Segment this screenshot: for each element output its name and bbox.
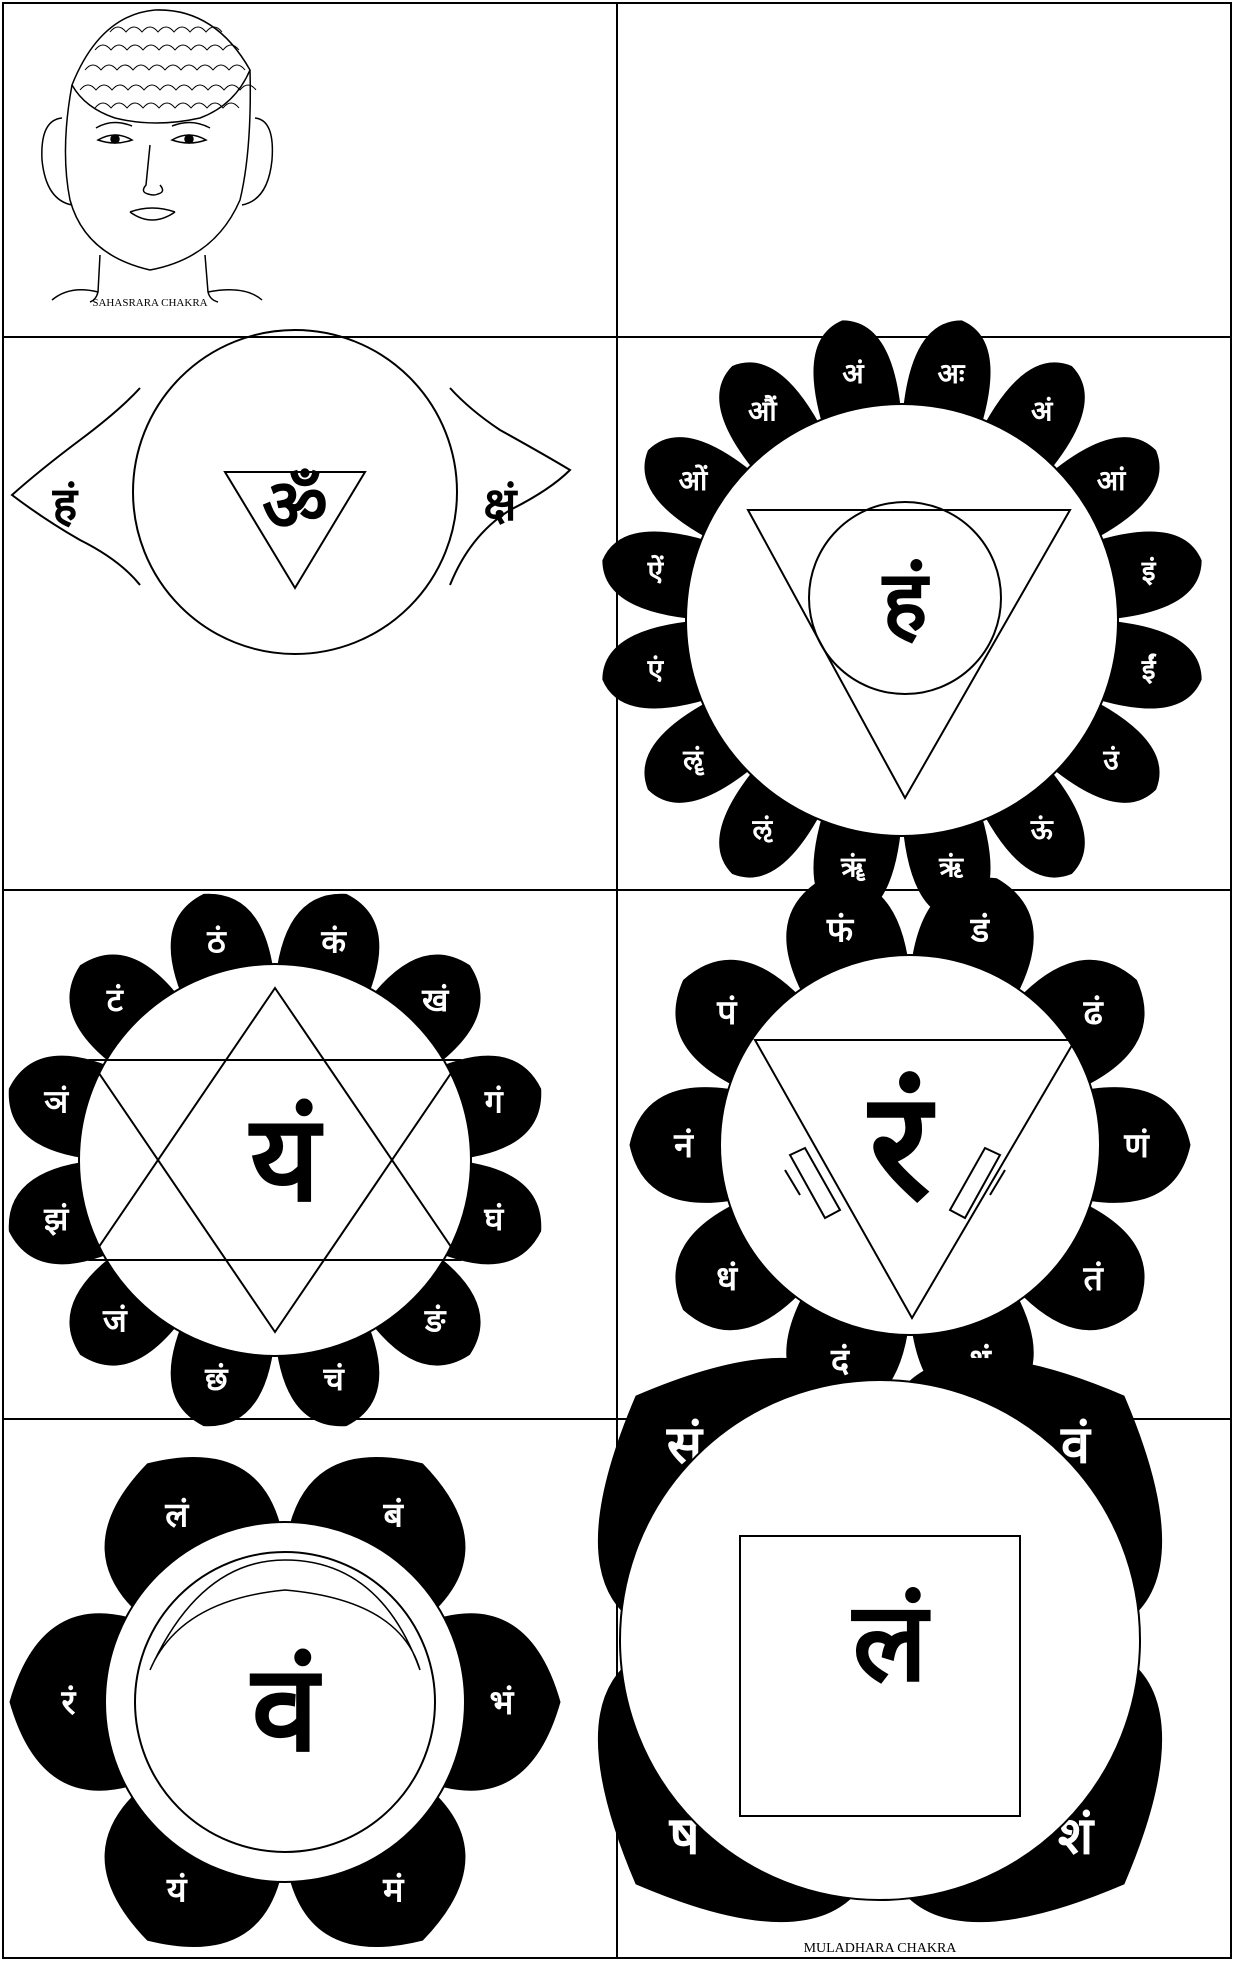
vishuddha-petal-syllable: ऐं (647, 555, 665, 588)
sahasrara-caption: SAHASRARA CHAKRA (92, 297, 207, 309)
ajna-seed-syllable: ॐ (262, 463, 328, 547)
manipura-petal-syllable: णं (1123, 1126, 1150, 1166)
muladhara-chakra: संवंशंषं लं (598, 1358, 1161, 1921)
vishuddha-petal-syllable: अः (938, 357, 966, 390)
ajna-chakra: हं क्षं ॐ (12, 330, 570, 654)
svadhisthana-petal-syllable: रं (61, 1683, 77, 1723)
vishuddha-petal-syllable: औं (748, 395, 778, 428)
manipura-petal-syllable: नं (673, 1126, 694, 1166)
anahata-petal-syllable: घं (483, 1200, 504, 1238)
svadhisthana-petal-syllable: मं (382, 1870, 405, 1910)
manipura-chakra: फंडंढंणंतंथंदंधंनंपं रं (630, 878, 1190, 1412)
vishuddha-petal-syllable: इं (1141, 555, 1157, 588)
vishuddha-petal-syllable: ओं (679, 464, 709, 497)
vishuddha-petal-syllable: ॡं (682, 744, 705, 777)
vishuddha-petal-syllable: उं (1102, 744, 1120, 777)
vishuddha-petal-syllable: अं (842, 357, 865, 390)
vishuddha-seed-syllable: हं (881, 552, 931, 650)
manipura-petal-syllable: पं (716, 993, 738, 1033)
vishuddha-petal-syllable: आं (1097, 464, 1127, 497)
vishuddha-petal-syllable: ईं (1141, 653, 1157, 686)
manipura-seed-syllable: रं (866, 1060, 935, 1234)
vishuddha-petal-syllable: एं (647, 653, 665, 686)
anahata-petal-syllable: खं (421, 981, 450, 1019)
svadhisthana-petal-syllable: यं (166, 1870, 188, 1910)
muladhara-caption: MULADHARA CHAKRA (804, 1941, 958, 1956)
anahata-petal-syllable: ठं (206, 922, 227, 960)
anahata-petal-syllable: झं (43, 1200, 70, 1238)
anahata-seed-syllable: यं (248, 1090, 324, 1229)
muladhara-seed-syllable: लं (851, 1578, 931, 1706)
manipura-petal-syllable: डं (970, 910, 991, 950)
ajna-right-syllable: क्षं (484, 477, 519, 531)
svadhisthana-chakra: लं बं भं मं यं रं वं (10, 1457, 560, 1946)
vishuddha-chakra: अःअंआंइंईंउंऊंऋंॠंऌंॡंएंऐंओंऔंअं हं (603, 321, 1201, 919)
manipura-petal-syllable: ढं (1083, 993, 1105, 1033)
anahata-petal-syllable: कं (320, 922, 347, 960)
anahata-petal-syllable: ङं (424, 1301, 447, 1339)
svadhisthana-seed-syllable: वं (250, 1640, 323, 1779)
manipura-petal-syllable: धं (716, 1259, 738, 1299)
anahata-petal-syllable: ञं (43, 1083, 69, 1121)
manipura-petal-syllable: फं (826, 910, 855, 950)
vishuddha-petal-syllable: ऌं (751, 813, 773, 846)
sahasrara-head-illustration (42, 10, 273, 302)
svadhisthana-petal-syllable: बं (383, 1495, 405, 1535)
vishuddha-petal-syllable: ऊं (1030, 813, 1054, 846)
anahata-petal-syllable: छं (204, 1360, 229, 1398)
vishuddha-petal-syllable: अं (1031, 395, 1054, 428)
anahata-petal-syllable: गं (484, 1083, 504, 1121)
ajna-left-syllable: हं (52, 477, 79, 531)
anahata-petal-syllable: जं (102, 1301, 128, 1339)
anahata-petal-syllable: चं (322, 1360, 345, 1398)
svadhisthana-petal-syllable: लं (164, 1495, 190, 1535)
anahata-petal-syllable: टं (106, 981, 125, 1019)
manipura-petal-syllable: तं (1083, 1259, 1105, 1299)
svadhisthana-petal-syllable: भं (490, 1683, 515, 1723)
anahata-chakra: ठं कं खं गं घं ङं चं छं जं झं ञं टं यं (9, 894, 541, 1426)
vishuddha-petal-syllable: ऋं (938, 850, 964, 883)
